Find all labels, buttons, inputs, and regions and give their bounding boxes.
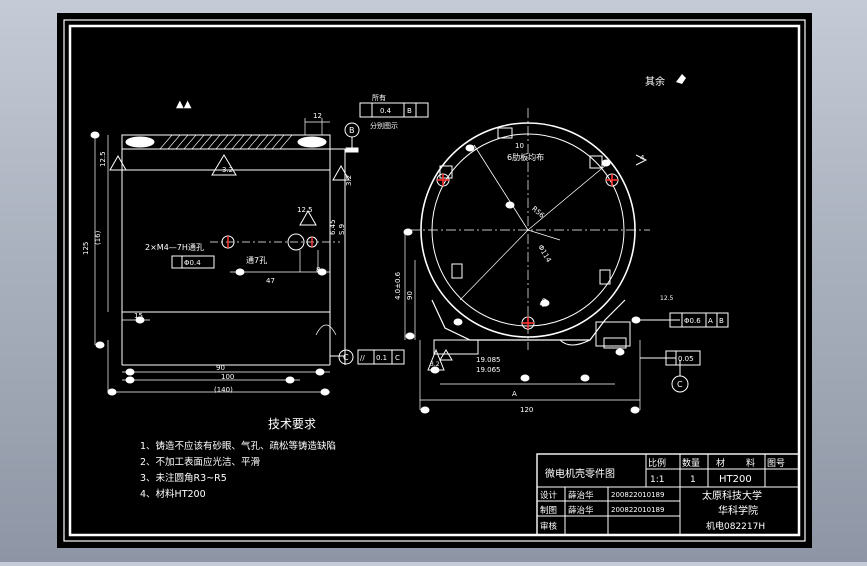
right-dim-120: 120: [520, 406, 533, 414]
gtol-parallel-datum: C: [395, 354, 400, 362]
datum-c-left: C: [343, 353, 349, 362]
rib-note: 6肋板均布: [507, 152, 544, 162]
tb-class-code: 机电082217H: [706, 520, 765, 532]
tech-req-item-2: 2、不加工表面应光洁、平滑: [140, 456, 261, 468]
left-dim-15: 15: [134, 312, 143, 320]
cover-note: 分别图示: [370, 121, 398, 130]
roughness-symbol-icon: [676, 74, 686, 84]
left-dim-top-1: 12: [313, 112, 322, 120]
right-gtol-a-frame: Φ0.6 A B: [669, 312, 729, 328]
top-tolerance-frame: 0.4 B: [359, 102, 429, 118]
left-dim-140: (140): [214, 386, 233, 394]
left-dim-100: 100: [221, 373, 234, 381]
tb-draw-label: 制图: [540, 505, 557, 516]
surface-finish-global-label: 其余: [645, 75, 665, 88]
left-dim-v-645: 6.45: [329, 219, 337, 235]
left-dim-v-125: 125: [82, 242, 90, 255]
tb-draw-name: 薛治华: [568, 505, 594, 516]
right-gtol-a-datum2: B: [719, 317, 724, 325]
right-dim-base-1: 19.085: [476, 356, 501, 364]
tb-value-material: HT200: [719, 474, 752, 485]
left-section-view: [90, 118, 360, 396]
tb-header-mat-2: 料: [746, 457, 755, 469]
thread-tolerance-frame: Φ0.4: [171, 255, 215, 269]
tb-header-drawing-no: 图号: [767, 458, 785, 469]
left-dim-v-s9: S.9: [338, 224, 346, 235]
left-dim-90: 90: [216, 364, 225, 372]
left-dim-v-16: (16): [94, 230, 102, 245]
tb-design-label: 设计: [540, 490, 558, 501]
top-left-blob: [125, 136, 155, 148]
hole-note: 通7孔: [246, 255, 267, 265]
tb-college: 华科学院: [718, 504, 758, 517]
tb-header-scale: 比例: [648, 457, 666, 469]
right-gtol-b-value: 0.05: [678, 355, 694, 363]
right-dim-80: 80: [538, 297, 549, 309]
thread-note: 2×M4—7H通孔: [145, 242, 204, 252]
top-tol-value: 0.4: [380, 107, 392, 115]
top-tol-label: 所有: [372, 93, 386, 102]
drawing-name: 微电机壳零件图: [545, 467, 615, 480]
datum-a-label: A: [512, 390, 517, 398]
right-angle-mark: 4: [640, 154, 645, 162]
ra-label-5: 3.2: [430, 361, 440, 368]
right-gtol-a-value: Φ0.6: [684, 317, 701, 325]
tech-req-item-1: 1、铸造不应该有砂眼、气孔、疏松等铸造缺陷: [140, 440, 336, 452]
tb-header-qty: 数量: [682, 457, 700, 469]
tb-value-qty: 1: [690, 475, 696, 485]
right-dim-base-2: 19.065: [476, 366, 501, 374]
tb-design-id: 200822010189: [611, 491, 664, 499]
tech-req-item-4: 4、材料HT200: [140, 488, 206, 500]
tb-header-mat-1: 材: [716, 457, 725, 469]
right-dim-left-2: 90: [406, 291, 414, 300]
tb-review-label: 审核: [540, 521, 558, 532]
left-dim-8: 8: [316, 266, 320, 274]
right-dim-10: 10: [515, 142, 524, 150]
top-left-roughness-mark: ▲▲: [176, 99, 192, 110]
hatch-lines: [159, 134, 293, 150]
gtol-parallel-value: 0.1: [376, 354, 387, 362]
ra-label-4: 3.2: [345, 175, 353, 186]
ra-label-2: 3.2: [222, 166, 233, 174]
tb-draw-id: 200822010189: [611, 506, 664, 514]
ra-label-1: 12.5: [99, 151, 107, 167]
right-dim-left-1: 4.0±0.6: [394, 271, 402, 300]
parallelism-frame: // 0.1 C: [357, 349, 405, 365]
outer-frame: [63, 19, 806, 542]
hatched-wall: [121, 134, 331, 150]
gtol-parallel-symbol: //: [360, 354, 365, 362]
tb-school: 太原科技大学: [702, 489, 762, 502]
inner-frame: [68, 24, 801, 537]
right-gtol-b-frame: 0.05: [665, 350, 701, 366]
datum-b-label: B: [349, 126, 355, 135]
thread-tol-value: Φ0.4: [184, 259, 201, 267]
tech-req-item-3: 3、未注圆角R3~R5: [140, 472, 227, 484]
ra-label-3: 12.5: [297, 206, 313, 214]
right-front-view: [403, 108, 689, 414]
tb-design-name: 薛治华: [568, 490, 594, 501]
ra-label-6: 12.5: [660, 295, 674, 302]
title-block: [536, 453, 800, 536]
top-right-blob: [297, 136, 327, 148]
datum-c-right: C: [677, 380, 683, 389]
left-dim-47: 47: [266, 277, 275, 285]
tb-value-scale: 1:1: [650, 475, 664, 485]
tech-req-title: 技术要求: [268, 417, 316, 431]
right-gtol-a-datum: A: [708, 317, 713, 325]
top-tol-datum: B: [407, 107, 412, 115]
